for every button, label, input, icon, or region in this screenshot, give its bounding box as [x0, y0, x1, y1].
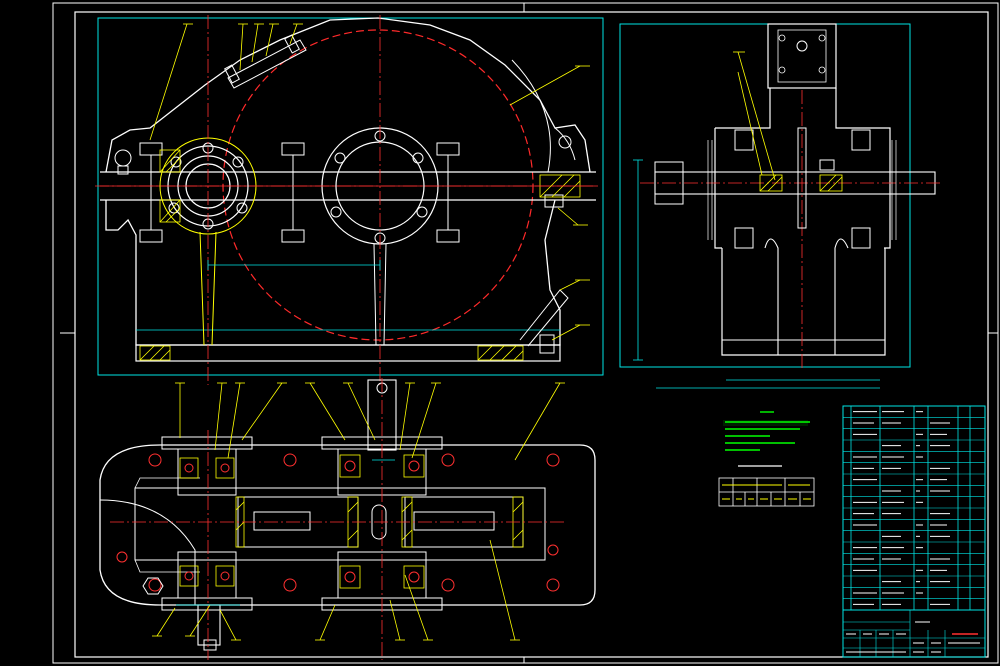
eyebolt-icon	[114, 149, 132, 175]
front-view	[95, 15, 604, 385]
housing-cover-outline	[105, 17, 591, 173]
gear-parameter-table	[718, 477, 815, 507]
lifting-hole	[558, 135, 572, 149]
parts-list-text	[853, 411, 950, 605]
inspection-cover	[224, 34, 307, 89]
side-view	[619, 23, 940, 389]
gear-pitch-circle	[222, 29, 534, 341]
technical-notes	[718, 411, 815, 507]
housing-bolt-holes	[116, 453, 560, 592]
vent-cover	[767, 23, 837, 89]
drawing-frame	[74, 11, 989, 658]
top-view-leaders	[152, 382, 565, 641]
center-marks	[60, 3, 998, 663]
bearing-cap-bolts-left	[168, 142, 248, 230]
base-hatch	[139, 345, 524, 361]
flange-bolts	[139, 142, 564, 243]
top-housing-outline	[99, 444, 596, 606]
top-view	[99, 378, 596, 660]
title-block	[842, 405, 986, 658]
front-view-leaders	[149, 23, 590, 341]
bolt-icon	[734, 129, 871, 249]
dipstick-icon	[519, 289, 569, 354]
